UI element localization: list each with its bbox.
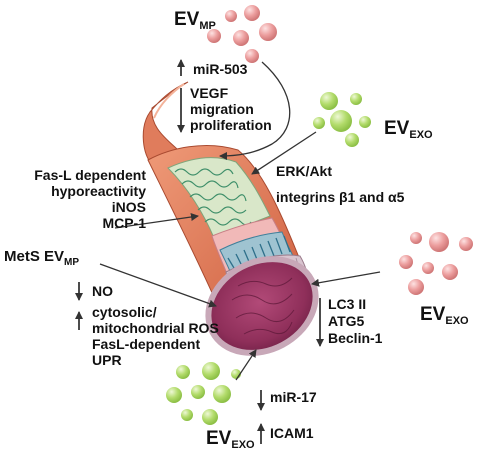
effect-inos: iNOS [112,199,146,215]
effect-mitochondrial-ros: mitochondrial ROS [92,320,219,336]
effect-upr: UPR [92,352,122,368]
effect-atg5: ATG5 [328,313,365,329]
effect-beclin-1: Beclin-1 [328,330,383,346]
effect-integrins: integrins β1 and α5 [276,189,405,205]
effect-cytosolic: cytosolic/ [92,304,157,320]
ev-exo-bottom-effects: miR-17 ICAM1 [257,389,317,444]
effect-mir-17: miR-17 [270,389,317,405]
effect-mcp-1: MCP-1 [102,215,146,231]
arrow-ev-mp-top-to-vessel [219,61,291,160]
connector-arrows [99,61,381,381]
ev-exo-right-effects: LC3 II ATG5 Beclin-1 [316,296,383,347]
mets-ev-mp-label: MetS EVMP [4,248,79,268]
effect-proliferation: proliferation [190,117,272,133]
effect-fasl-dependent: Fas-L dependent [34,167,146,183]
ev-exo-right-label: EVEXO [420,304,469,327]
effect-erk-akt: ERK/Akt [276,163,332,179]
arrow-mets-to-vessel [99,263,217,308]
effect-migration: migration [190,101,254,117]
ev-exo-top-right-label: EVEXO [384,118,433,141]
ev-exo-cluster-bottom [166,362,241,425]
effect-icam1: ICAM1 [270,425,314,441]
arrow-left-upper-to-vessel [114,213,199,229]
ev-mp-cluster-top [207,5,277,63]
blood-vessel [142,81,319,356]
arrow-ev-exo-right-to-vessel [311,271,381,287]
ev-exo-bottom-label: EVEXO [206,428,255,451]
vessel-connective-layer [167,157,271,239]
ev-exo-cluster-top-right [313,92,371,147]
effect-fasl-dependent-lower: FasL-dependent [92,336,200,352]
effect-vegf: VEGF [190,85,229,101]
arrow-ev-exo-bottom-to-vessel [235,349,257,381]
left-effects-upper: Fas-L dependent hyporeactivity iNOS MCP-… [34,167,146,231]
left-effects-lower: NO cytosolic/ mitochondrial ROS FasL-dep… [75,282,219,368]
effect-hyporeactivity: hyporeactivity [51,183,146,199]
ev-mp-top-effects: miR-503 VEGF migration proliferation [177,59,272,133]
effect-mir-503: miR-503 [193,61,248,77]
arrow-ev-exo-top-right-to-vessel [251,131,317,175]
effect-no: NO [92,283,113,299]
effect-lc3-ii: LC3 II [328,296,366,312]
ev-mp-top-label: EVMP [174,9,216,32]
ev-exo-cluster-right [399,232,473,295]
